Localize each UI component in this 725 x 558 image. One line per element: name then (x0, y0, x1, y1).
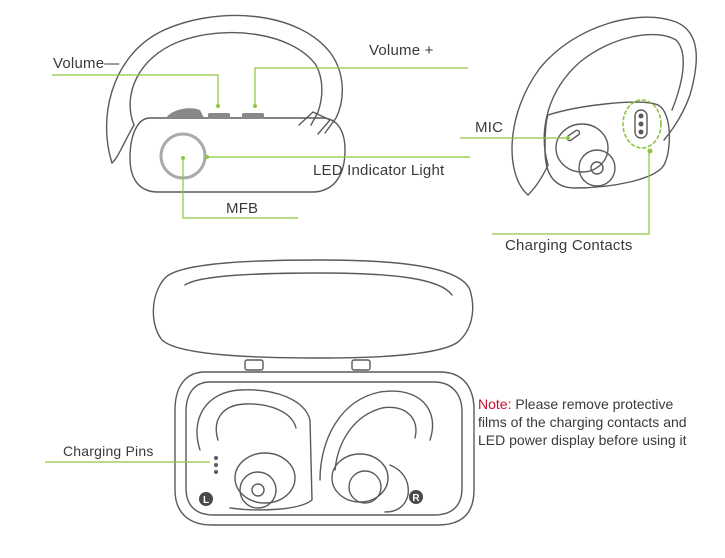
note-body: Please remove protective films of the ch… (478, 396, 687, 448)
note-text: Note: Please remove protective films of … (478, 395, 703, 449)
leader-volume-minus (52, 74, 219, 106)
label-volume-minus: Volume— (53, 55, 120, 72)
label-led-indicator: LED Indicator Light (313, 162, 445, 179)
badge-right: R (412, 493, 420, 504)
leader-charging-contacts (492, 152, 650, 235)
label-mic: MIC (475, 119, 504, 136)
leader-volume-plus (254, 67, 468, 106)
badge-left: L (203, 495, 209, 506)
right-earbud-front (511, 16, 698, 196)
note-prefix: Note: (478, 396, 512, 412)
leader-lines (45, 67, 650, 463)
label-charging-pins: Charging Pins (63, 443, 154, 459)
label-volume-plus: Volume + (369, 42, 434, 59)
left-earbud-side (105, 14, 346, 193)
label-mfb: MFB (226, 200, 259, 217)
leader-mfb (182, 158, 298, 219)
charging-case (152, 259, 475, 526)
label-charging-contacts: Charging Contacts (505, 237, 633, 254)
